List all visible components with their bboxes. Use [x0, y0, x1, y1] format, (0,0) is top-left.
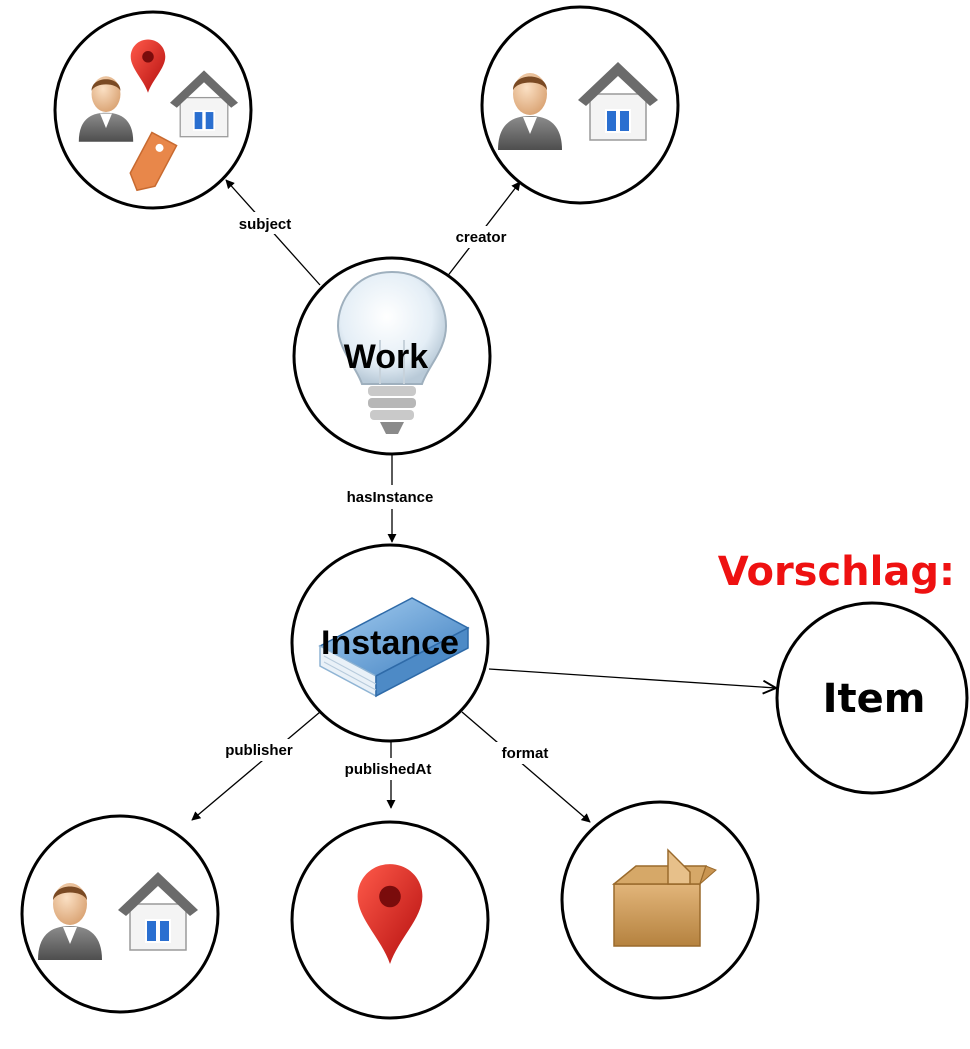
node-creator [480, 5, 680, 205]
instance-title: Instance [321, 624, 459, 662]
label-format: format [502, 745, 549, 762]
node-work: Work [292, 256, 492, 456]
edge-labels: subject creator hasInstance publisher pu… [214, 212, 562, 780]
node-circle [20, 814, 220, 1014]
node-circle [775, 601, 969, 795]
node-instance: Instance [290, 543, 490, 743]
label-creator: creator [456, 229, 507, 246]
work-title: Work [344, 338, 428, 376]
box-icon [611, 848, 717, 947]
book-icon [318, 597, 470, 698]
label-subject: subject [239, 216, 292, 233]
node-published-at [290, 820, 490, 1020]
item-title: Item [823, 676, 926, 722]
edge-publisher [191, 711, 321, 821]
node-format [560, 800, 760, 1000]
node-circle [53, 10, 253, 210]
edge-format [461, 711, 591, 823]
node-publisher [20, 814, 220, 1014]
edges [191, 179, 776, 823]
tag-icon [129, 131, 178, 192]
label-published-at: publishedAt [345, 761, 432, 778]
node-subject [53, 10, 253, 210]
proposal-heading: Vorschlag: [718, 549, 955, 595]
label-publisher: publisher [225, 742, 293, 759]
label-has-instance: hasInstance [347, 489, 434, 506]
node-circle [480, 5, 680, 205]
node-item: Item [775, 601, 969, 795]
edge-item [488, 668, 776, 688]
light-bulb-icon [336, 270, 448, 434]
